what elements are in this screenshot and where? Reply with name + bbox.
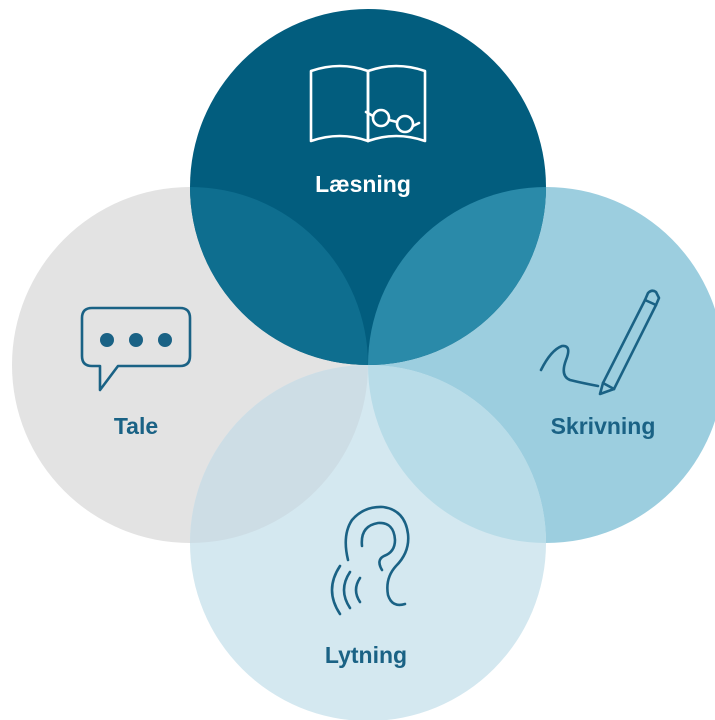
speech-bubble-icon: [80, 306, 192, 392]
book-with-glasses-icon: [309, 64, 427, 143]
overlap-lytning-skrivning: [368, 365, 546, 543]
lytning-label: Lytning: [325, 642, 407, 668]
tale-label: Tale: [114, 413, 158, 439]
overlap-laesning-skrivning: [368, 187, 546, 365]
laesning-label: Læsning: [315, 171, 411, 197]
skrivning-label: Skrivning: [551, 413, 656, 439]
overlap-laesning-tale: [190, 187, 368, 365]
overlap-lytning-tale: [190, 365, 368, 543]
pen-writing-icon: [539, 289, 661, 396]
ear-listening-icon: [330, 505, 410, 616]
